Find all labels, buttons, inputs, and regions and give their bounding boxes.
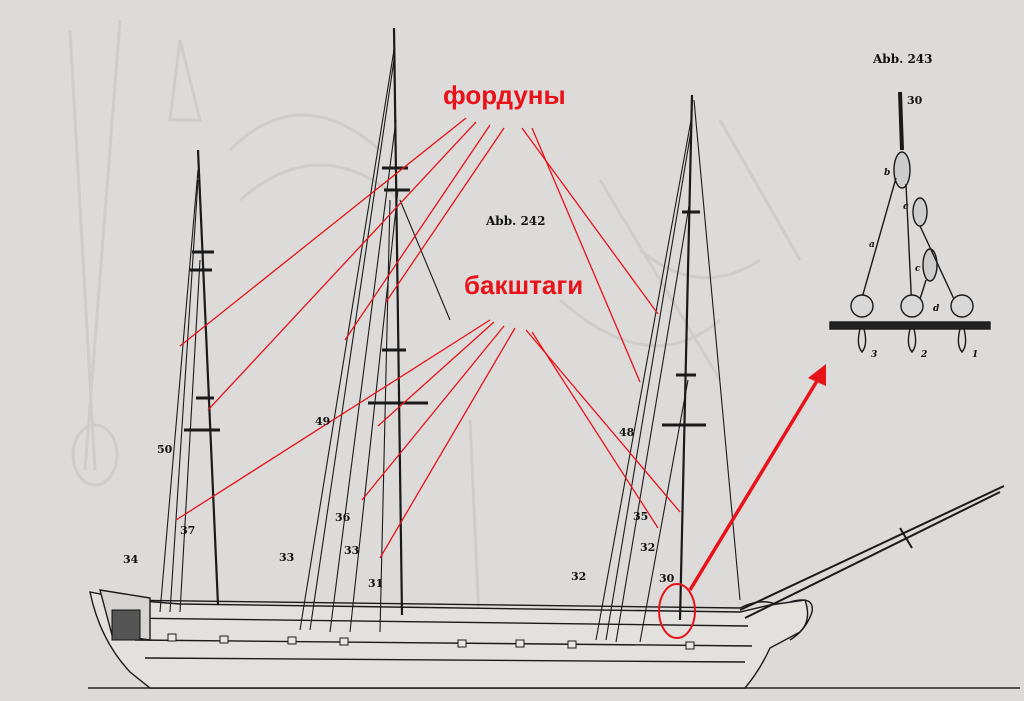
detail-label-c-upper: c — [903, 202, 909, 212]
forduny-lines — [179, 117, 659, 411]
detail-pin-3: 3 — [871, 350, 878, 360]
rope-number-49: 49 — [315, 415, 331, 428]
rope-number-36: 36 — [335, 511, 351, 524]
rope-number-37: 37 — [180, 524, 196, 537]
detail-number-30: 30 — [907, 94, 923, 107]
figure-243-title: Abb. 243 — [873, 52, 933, 66]
label-bakshtagi: бакштаги — [464, 270, 584, 300]
highlight-circle — [658, 583, 696, 639]
rope-number-30: 30 — [659, 572, 675, 585]
detail-label-a: a — [869, 240, 875, 250]
gun-ports — [167, 633, 695, 650]
rope-number-32-lower: 32 — [571, 570, 587, 583]
pointer-arrow — [688, 364, 826, 591]
rope-number-33-right: 33 — [344, 544, 360, 557]
detail-label-c-lower: c — [915, 264, 921, 274]
bowsprit — [739, 485, 1005, 619]
detail-label-b: b — [884, 168, 891, 178]
masts — [196, 27, 694, 621]
rope-number-34: 34 — [123, 553, 139, 566]
label-forduny: фордуны — [443, 80, 566, 110]
hull — [89, 589, 814, 689]
rope-number-32-upper: 32 — [640, 541, 656, 554]
rope-number-50: 50 — [157, 443, 173, 456]
bakshtagi-lines — [175, 319, 681, 559]
mast-tops — [184, 166, 706, 432]
detail-pin-2: 2 — [921, 350, 928, 360]
detail-figure — [829, 91, 991, 354]
rope-number-31: 31 — [368, 577, 384, 590]
rope-number-35: 35 — [633, 510, 649, 523]
rope-number-48: 48 — [619, 426, 635, 439]
figure-242-title: Abb. 242 — [486, 214, 546, 228]
rigging — [159, 49, 741, 643]
rope-number-33-left: 33 — [279, 551, 295, 564]
background-sketch — [68, 19, 802, 641]
detail-label-d: d — [933, 304, 940, 314]
detail-pin-1: 1 — [972, 350, 979, 360]
stern-window — [111, 609, 141, 641]
